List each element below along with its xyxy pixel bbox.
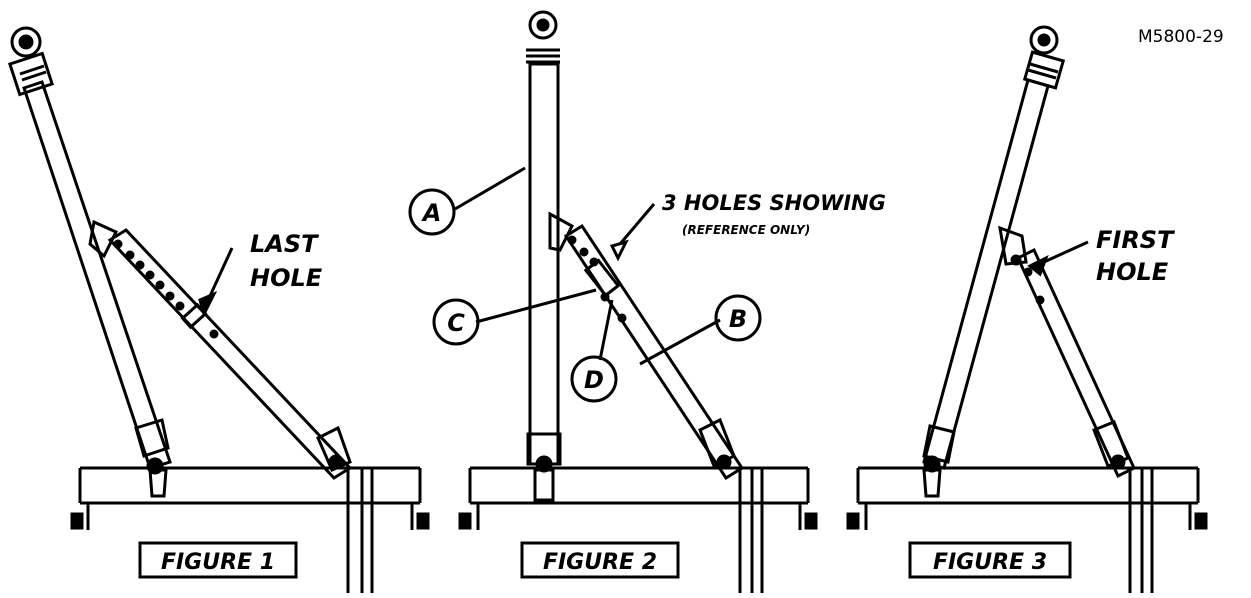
part-label-a: A xyxy=(421,199,442,227)
post-1 xyxy=(7,26,172,498)
brace-3 xyxy=(998,225,1136,479)
figure-3 xyxy=(846,25,1208,593)
part-label-b: B xyxy=(729,305,747,333)
figure-caption-2: FIGURE 2 xyxy=(543,550,657,575)
part-marker-b xyxy=(714,294,762,342)
part-marker-a xyxy=(408,188,456,236)
callout-label-3-line2: HOLE xyxy=(1096,258,1169,286)
brace-1 xyxy=(88,219,353,480)
callout-arrow-1 xyxy=(198,247,234,319)
caption-box-2: FIGURE 2 xyxy=(520,541,680,579)
leader-d xyxy=(598,299,614,361)
leader-a xyxy=(454,166,526,211)
callout-label-2-line1: 3 HOLES SHOWING xyxy=(662,191,886,215)
figure-2 xyxy=(408,10,818,593)
caption-box-1: FIGURE 1 xyxy=(138,541,298,579)
callout-label-1-line1: LAST xyxy=(250,230,319,258)
caption-box-3: FIGURE 3 xyxy=(908,541,1072,579)
callout-label-3-line1: FIRST xyxy=(1096,226,1175,254)
callout-arrow-3 xyxy=(1027,240,1089,277)
drawing-code: M5800-29 xyxy=(1138,27,1224,47)
figure-caption-3: FIGURE 3 xyxy=(933,550,1047,575)
leader-c xyxy=(475,288,597,324)
callout-label-2-line2: (REFERENCE ONLY) xyxy=(682,223,810,237)
frame-3 xyxy=(846,466,1208,593)
figure-1 xyxy=(7,26,430,593)
brace-2 xyxy=(548,211,745,481)
part-marker-d xyxy=(570,355,618,403)
callout-arrow-2 xyxy=(609,203,656,262)
part-marker-c xyxy=(432,298,480,346)
post-2 xyxy=(526,10,562,502)
leader-b xyxy=(639,318,721,366)
figure-caption-1: FIGURE 1 xyxy=(161,550,275,575)
frame-2 xyxy=(458,466,818,593)
callout-label-1-line2: HOLE xyxy=(250,264,323,292)
part-label-c: C xyxy=(447,309,465,337)
part-label-d: D xyxy=(584,366,604,394)
frame-1 xyxy=(70,466,430,593)
post-3 xyxy=(922,25,1066,498)
